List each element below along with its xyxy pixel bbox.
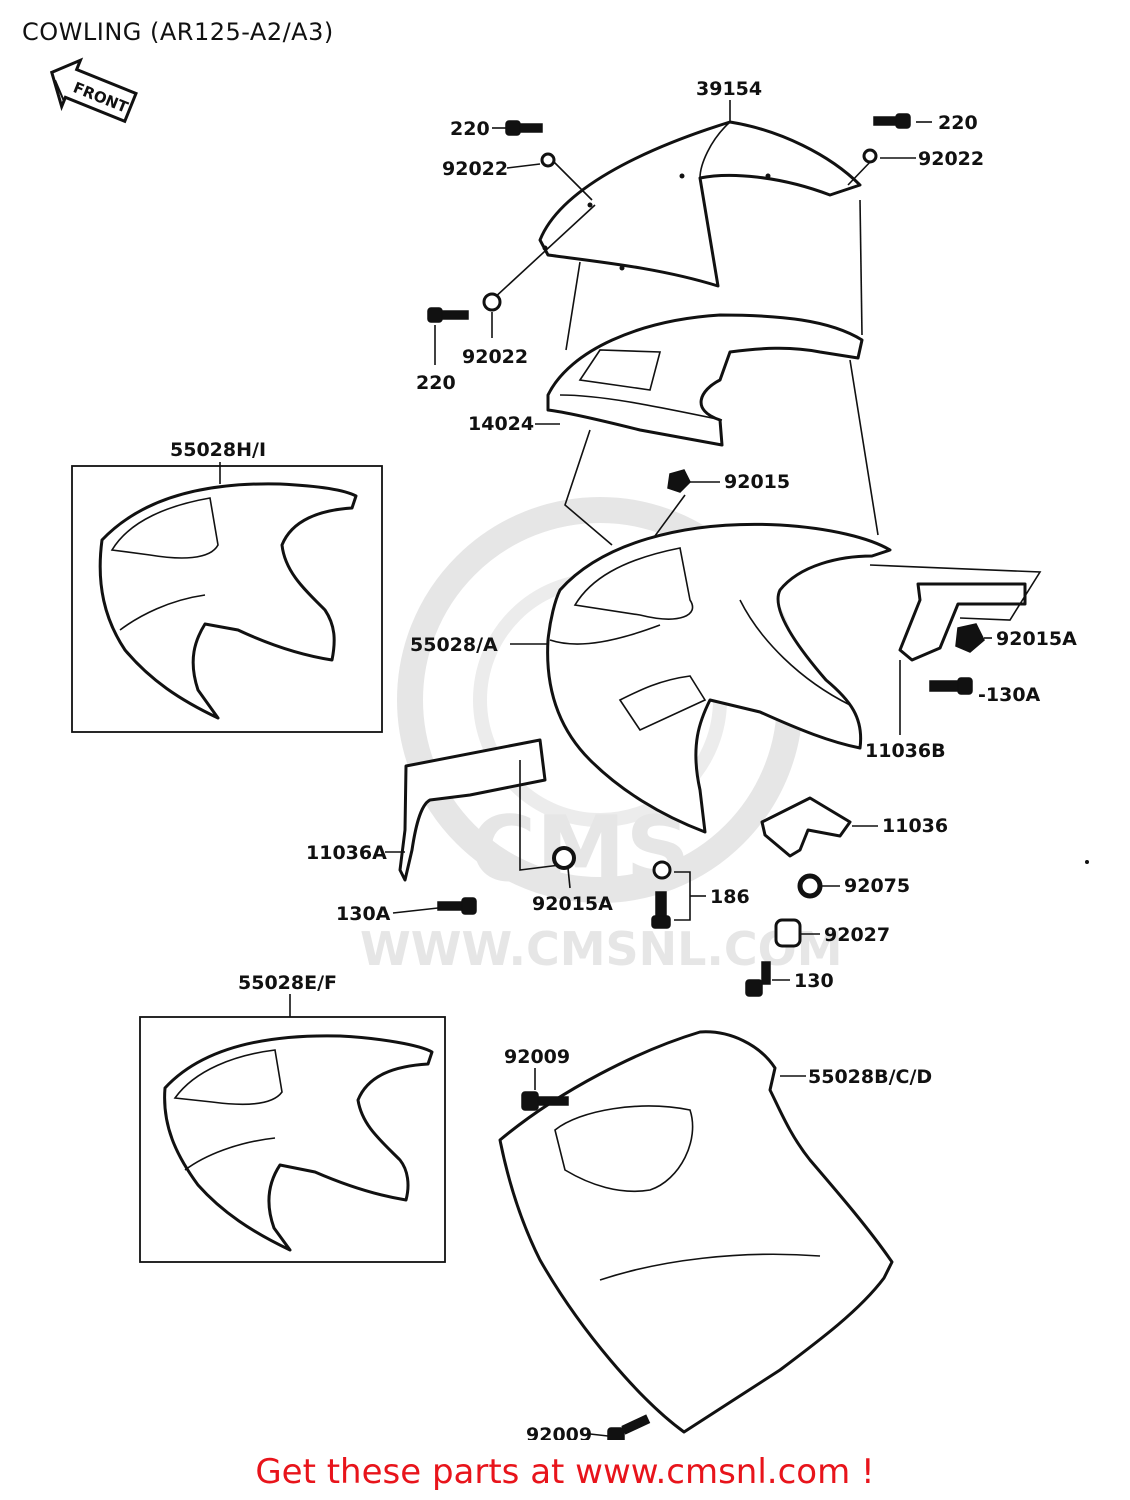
label-11036a: 11036A: [306, 842, 387, 864]
label-92075: 92075: [844, 875, 910, 897]
label-39154: 39154: [696, 78, 762, 100]
bolt-icon: [521, 1091, 539, 1111]
label-186: 186: [710, 886, 750, 908]
label-92015a-lower: 92015A: [532, 893, 613, 915]
label-92022-lower: 92022: [462, 346, 528, 368]
bolt-icon: [895, 113, 911, 129]
label-11036: 11036: [882, 815, 948, 837]
variant-box-h-i: [71, 465, 383, 733]
bolt-icon: [651, 915, 671, 929]
bolt-thread-icon: [873, 116, 897, 126]
label-92022-left: 92022: [442, 158, 508, 180]
bolt-icon: [607, 1427, 625, 1440]
bolt-icon: [505, 120, 521, 136]
footer-link-text[interactable]: Get these parts at www.cmsnl.com !: [255, 1452, 875, 1492]
washer-icon: [540, 152, 556, 168]
bolt-thread-icon: [519, 123, 543, 133]
bolt-icon: [957, 677, 973, 695]
upper-cowl-part: [546, 522, 892, 834]
label-92009-bottom: 92009: [526, 1424, 592, 1440]
windscreen-part: [538, 120, 862, 288]
label-92009-top: 92009: [504, 1046, 570, 1068]
variant-box-e-f: [139, 1016, 446, 1263]
bolt-thread-icon: [761, 961, 771, 985]
label-220-lower: 220: [416, 372, 456, 394]
label-55028-a: 55028/A: [410, 634, 498, 656]
label-220-left: 220: [450, 118, 490, 140]
label-130a-left: 130A: [336, 903, 391, 925]
label-55028b-c-d: 55028B/C/D: [808, 1066, 932, 1088]
label-92015a-right: 92015A: [996, 628, 1077, 650]
diagram-canvas: CMS WWW.CMSNL.COM FRONT: [49, 57, 1089, 1440]
front-arrow-icon: FRONT: [49, 57, 138, 124]
bolt-thread-icon: [929, 680, 961, 692]
bracket-11036A: [398, 738, 561, 882]
nut-icon: [955, 623, 985, 653]
washer-icon: [482, 292, 502, 312]
bolt-thread-icon: [437, 901, 465, 911]
bolt-icon: [745, 979, 763, 997]
label-130a-right: -130A: [978, 684, 1041, 706]
grommet-icon: [552, 846, 576, 870]
label-11036b: 11036B: [865, 740, 946, 762]
label-leaders: [219, 100, 992, 1437]
washer-icon: [862, 148, 878, 164]
nut-icon: [667, 469, 691, 493]
inner-cover-part: [546, 313, 864, 447]
bolt-thread-icon: [537, 1096, 569, 1106]
label-55028e-f: 55028E/F: [238, 972, 337, 994]
bolt-thread-icon: [441, 310, 469, 320]
label-130: 130: [794, 970, 834, 992]
lower-cowl-part: [498, 1030, 894, 1434]
hardware: [427, 113, 985, 1440]
collar-icon: [774, 918, 802, 948]
label-55028h-i: 55028H/I: [170, 439, 266, 461]
bolt-thread-icon: [655, 891, 667, 919]
bolt-icon: [427, 307, 443, 323]
bracket-11036: [760, 796, 852, 858]
part-labels: 39154 220 92022 220 92022 220 92022 1402…: [170, 78, 1077, 1440]
bolt-thread-icon: [621, 1414, 651, 1435]
watermark-logo-text: CMS: [470, 797, 690, 902]
stray-dot: [1085, 860, 1089, 864]
grommet-icon: [797, 873, 823, 899]
label-92015: 92015: [724, 471, 790, 493]
upper-cowl-variant-e-f: [163, 1034, 434, 1252]
upper-cowl-variant-h-i: [98, 482, 358, 720]
page-title: COWLING (AR125-A2/A3): [22, 18, 334, 46]
washer-icon: [652, 860, 672, 880]
bolt-icon: [461, 897, 477, 915]
bracket-11036B: [869, 564, 1042, 662]
label-220-right: 220: [938, 112, 978, 134]
label-92027: 92027: [824, 924, 890, 946]
label-92022-right: 92022: [918, 148, 984, 170]
label-14024: 14024: [468, 413, 534, 435]
